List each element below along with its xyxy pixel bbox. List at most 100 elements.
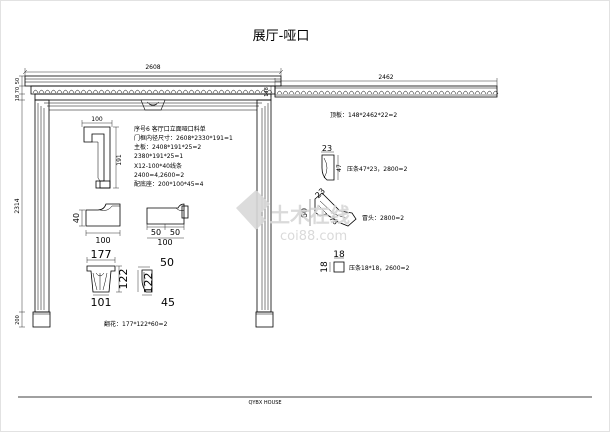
parts-list-line-2: 门框内径尺寸：2608*2330*191=1 (134, 134, 233, 142)
crown-strip-ornament (438, 90, 445, 95)
trim-3-outline (333, 261, 345, 273)
dentil-ornament (98, 89, 105, 94)
crown-strip-ornament (372, 90, 379, 95)
dentil-ornament (236, 89, 243, 94)
crown-strip-ornament (348, 90, 355, 95)
section-c-outline (146, 203, 185, 225)
crown-strip-ornament (492, 90, 499, 95)
crown-strip-ornament (462, 90, 469, 95)
trim-1-height-dim: 47 (336, 164, 343, 172)
crown-strip-ornament (450, 90, 457, 95)
dentil-ornament (218, 89, 225, 94)
crown-strip-ornament (426, 90, 433, 95)
bracket-side-width-dim: 50 (160, 256, 174, 269)
bracket-caption: 翻花：177*122*60=2 (104, 320, 168, 328)
trim-3-height-dim: 18 (320, 261, 330, 273)
crown-strip-ornament (414, 90, 421, 95)
dentil-ornament (128, 89, 135, 94)
crown-strip-ornament (390, 90, 397, 95)
crown-strip-ornaments (276, 90, 499, 95)
page-title: 展厅-哑口 (253, 29, 310, 44)
crown-strip-ornament (432, 90, 439, 95)
section-b-profile: 40 100 (72, 203, 121, 245)
crown-strip-ornament (360, 90, 367, 95)
crown-strip-ornament (396, 90, 403, 95)
dentil-ornament (176, 89, 183, 94)
dentil-ornament (80, 89, 87, 94)
parts-list-line-3: 主板：2408*191*25=2 (134, 143, 201, 151)
section-c-dim-b: 50 (170, 228, 180, 237)
section-c-dim-a: 50 (151, 228, 161, 237)
trim-1-outline (321, 154, 335, 181)
crown-strip-ornament (318, 90, 325, 95)
crown-strip-caption: 顶板：148*2462*22=2 (330, 111, 397, 119)
dentil-ornament (254, 89, 261, 94)
crown-strip-ornament (378, 90, 385, 95)
crown-strip-ornament (312, 90, 319, 95)
crown-strip-ornament (306, 90, 313, 95)
dentil-ornament (194, 89, 201, 94)
dentil-ornament (164, 89, 171, 94)
dentil-ornament (104, 89, 111, 94)
trim-2-height-dim: 60 (300, 208, 309, 218)
dentil-ornament (182, 89, 189, 94)
trim-3-width-dim: 18 (333, 250, 345, 260)
dentil-ornament (158, 89, 165, 94)
parts-list-line-6: 2400=4,2600=2 (134, 172, 184, 179)
dentil-ornaments (32, 89, 273, 94)
frame-width-dim: 2608 (145, 64, 160, 71)
bracket-detail: 177 101 122 50 122 45 翻花：177*122*60=2 (86, 248, 175, 328)
crown-strip-ornament (276, 90, 283, 95)
dentil-ornament (170, 89, 177, 94)
bracket-top-width-dim: 177 (91, 248, 112, 261)
dentil-ornament (140, 89, 147, 94)
crown-strip-detail: 2462 148 顶板：148*2462*22=2 (264, 74, 499, 119)
dentil-ornament (122, 89, 129, 94)
parts-list-line-4: 2380*191*25=1 (134, 153, 183, 160)
dentil-ornament (32, 89, 39, 94)
dentil-ornament (62, 89, 69, 94)
crown-strip-ornament (282, 90, 289, 95)
crown-strip-ornament (366, 90, 373, 95)
dentil-ornament (260, 89, 267, 94)
trim-3-caption: 压条18*18，2600=2 (349, 264, 410, 272)
crown-strip-ornament (474, 90, 481, 95)
section-b-width-dim: 100 (95, 236, 110, 245)
watermark-url: coi88.com (280, 229, 347, 244)
crown-strip-ornament (288, 90, 295, 95)
dentil-ornament (248, 89, 255, 94)
crown-strip-ornament (456, 90, 463, 95)
trim-2-caption: 冒头：2800=2 (362, 214, 404, 222)
crown-strip-ornament (420, 90, 427, 95)
watermark-brand: 土木在线 (270, 203, 350, 227)
dentil-ornament (206, 89, 213, 94)
trim-2-outline (314, 192, 357, 227)
frame-dimensions: 2608 50 70 18 2314 200 (14, 64, 284, 328)
crown-strip-ornament (354, 90, 361, 95)
crown-strip-ornament (300, 90, 307, 95)
trim-1-detail: 23 47 压条47*23，2800=2 (321, 144, 408, 181)
dentil-ornament (110, 89, 117, 94)
dentil-ornament (50, 89, 57, 94)
left-plinth-block (32, 311, 51, 328)
bracket-side-height-dim: 122 (142, 273, 155, 294)
crown-strip-ornament (480, 90, 487, 95)
parts-list-line-7: 配底座：200*100*45=4 (134, 180, 204, 188)
crown-strip-width-dim: 2462 (378, 74, 393, 81)
bracket-bottom-width-dim: 101 (91, 296, 112, 309)
right-plinth-block (255, 311, 274, 328)
trim-3-detail: 18 18 压条18*18，2600=2 (320, 250, 410, 273)
trim-2-depth-dim: 78 (327, 215, 339, 227)
dentil-ornament (188, 89, 195, 94)
bracket-side-depth-dim: 45 (161, 296, 175, 309)
dentil-ornament (56, 89, 63, 94)
dentil-ornament (74, 89, 81, 94)
bracket-side-outline (141, 269, 153, 293)
section-c-width-dim: 100 (157, 238, 172, 247)
crown-strip-ornament (324, 90, 331, 95)
frame-top-dim-2: 70 (15, 87, 21, 93)
crown-strip-ornament (330, 90, 337, 95)
section-b-height-dim: 40 (72, 213, 81, 223)
